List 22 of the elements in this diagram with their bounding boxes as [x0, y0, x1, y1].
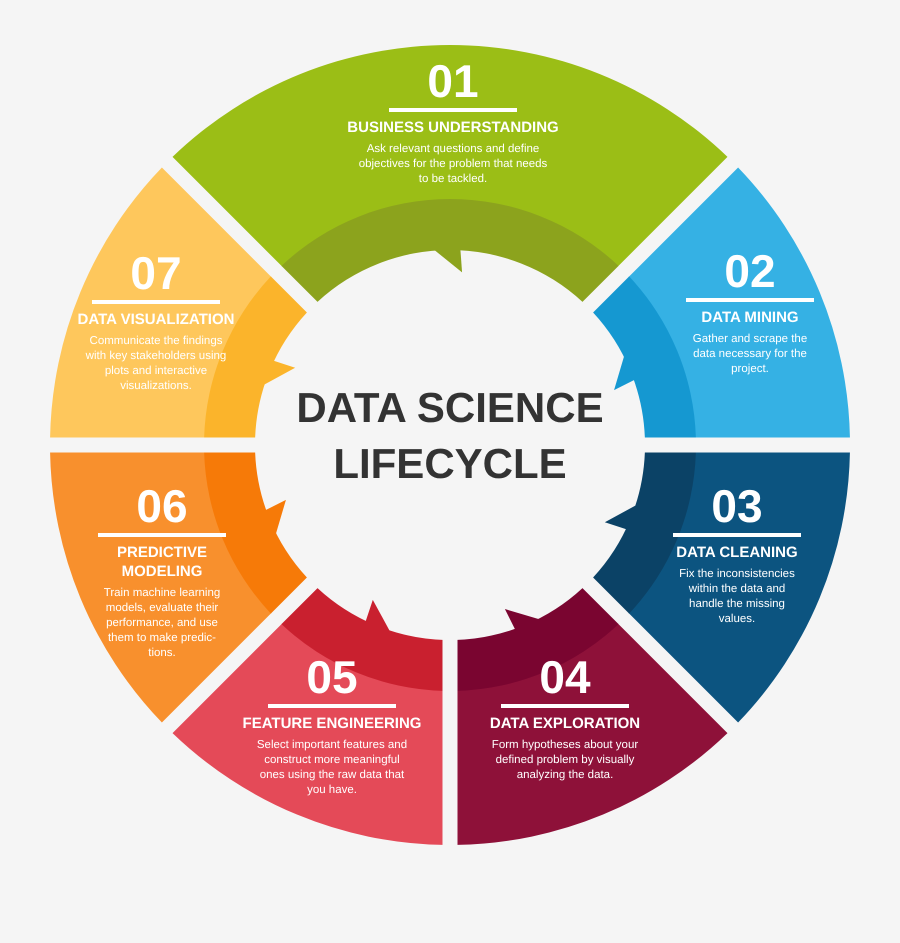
- step-heading: DATA EXPLORATION: [488, 714, 642, 733]
- step-number: 07: [130, 248, 182, 298]
- step-description: Ask relevant questions and define objectives for the problem that needs to be tackled.: [358, 142, 548, 187]
- step-description: Train machine learning models, evaluate their performance, and use them to make predic-tions.: [102, 586, 222, 661]
- step-heading: DATA VISUALIZATION: [76, 310, 236, 329]
- diagram-title: DATA SCIENCE LIFECYCLE: [295, 383, 605, 489]
- step-heading: BUSINESS UNDERSTANDING: [346, 118, 560, 137]
- step-description: Fix the inconsistencies within the data and handle the missing values.: [678, 567, 796, 627]
- step-description: Gather and scrape the data necessary for the project.: [692, 332, 808, 377]
- step-heading: FEATURE ENGINEERING: [242, 714, 422, 733]
- step-description: Form hypotheses about your defined problem by visually analyzing the data.: [490, 738, 640, 783]
- step-heading: DATA CLEANING: [675, 543, 799, 562]
- step-number: 01: [427, 56, 479, 106]
- step-description: Communicate the findings with key stakeholders using plots and interactive visualizations.: [84, 334, 228, 394]
- step-number: 03: [711, 481, 763, 531]
- step-heading: DATA MINING: [700, 308, 800, 327]
- step-description: Select important features and construct more meaningful ones using the raw data that you have.: [256, 738, 408, 798]
- step-number: 04: [539, 652, 591, 702]
- step-number: 05: [306, 652, 358, 702]
- step-number: 02: [724, 246, 776, 296]
- step-heading: PREDICTIVE MODELING: [116, 543, 208, 581]
- step-number: 06: [136, 481, 188, 531]
